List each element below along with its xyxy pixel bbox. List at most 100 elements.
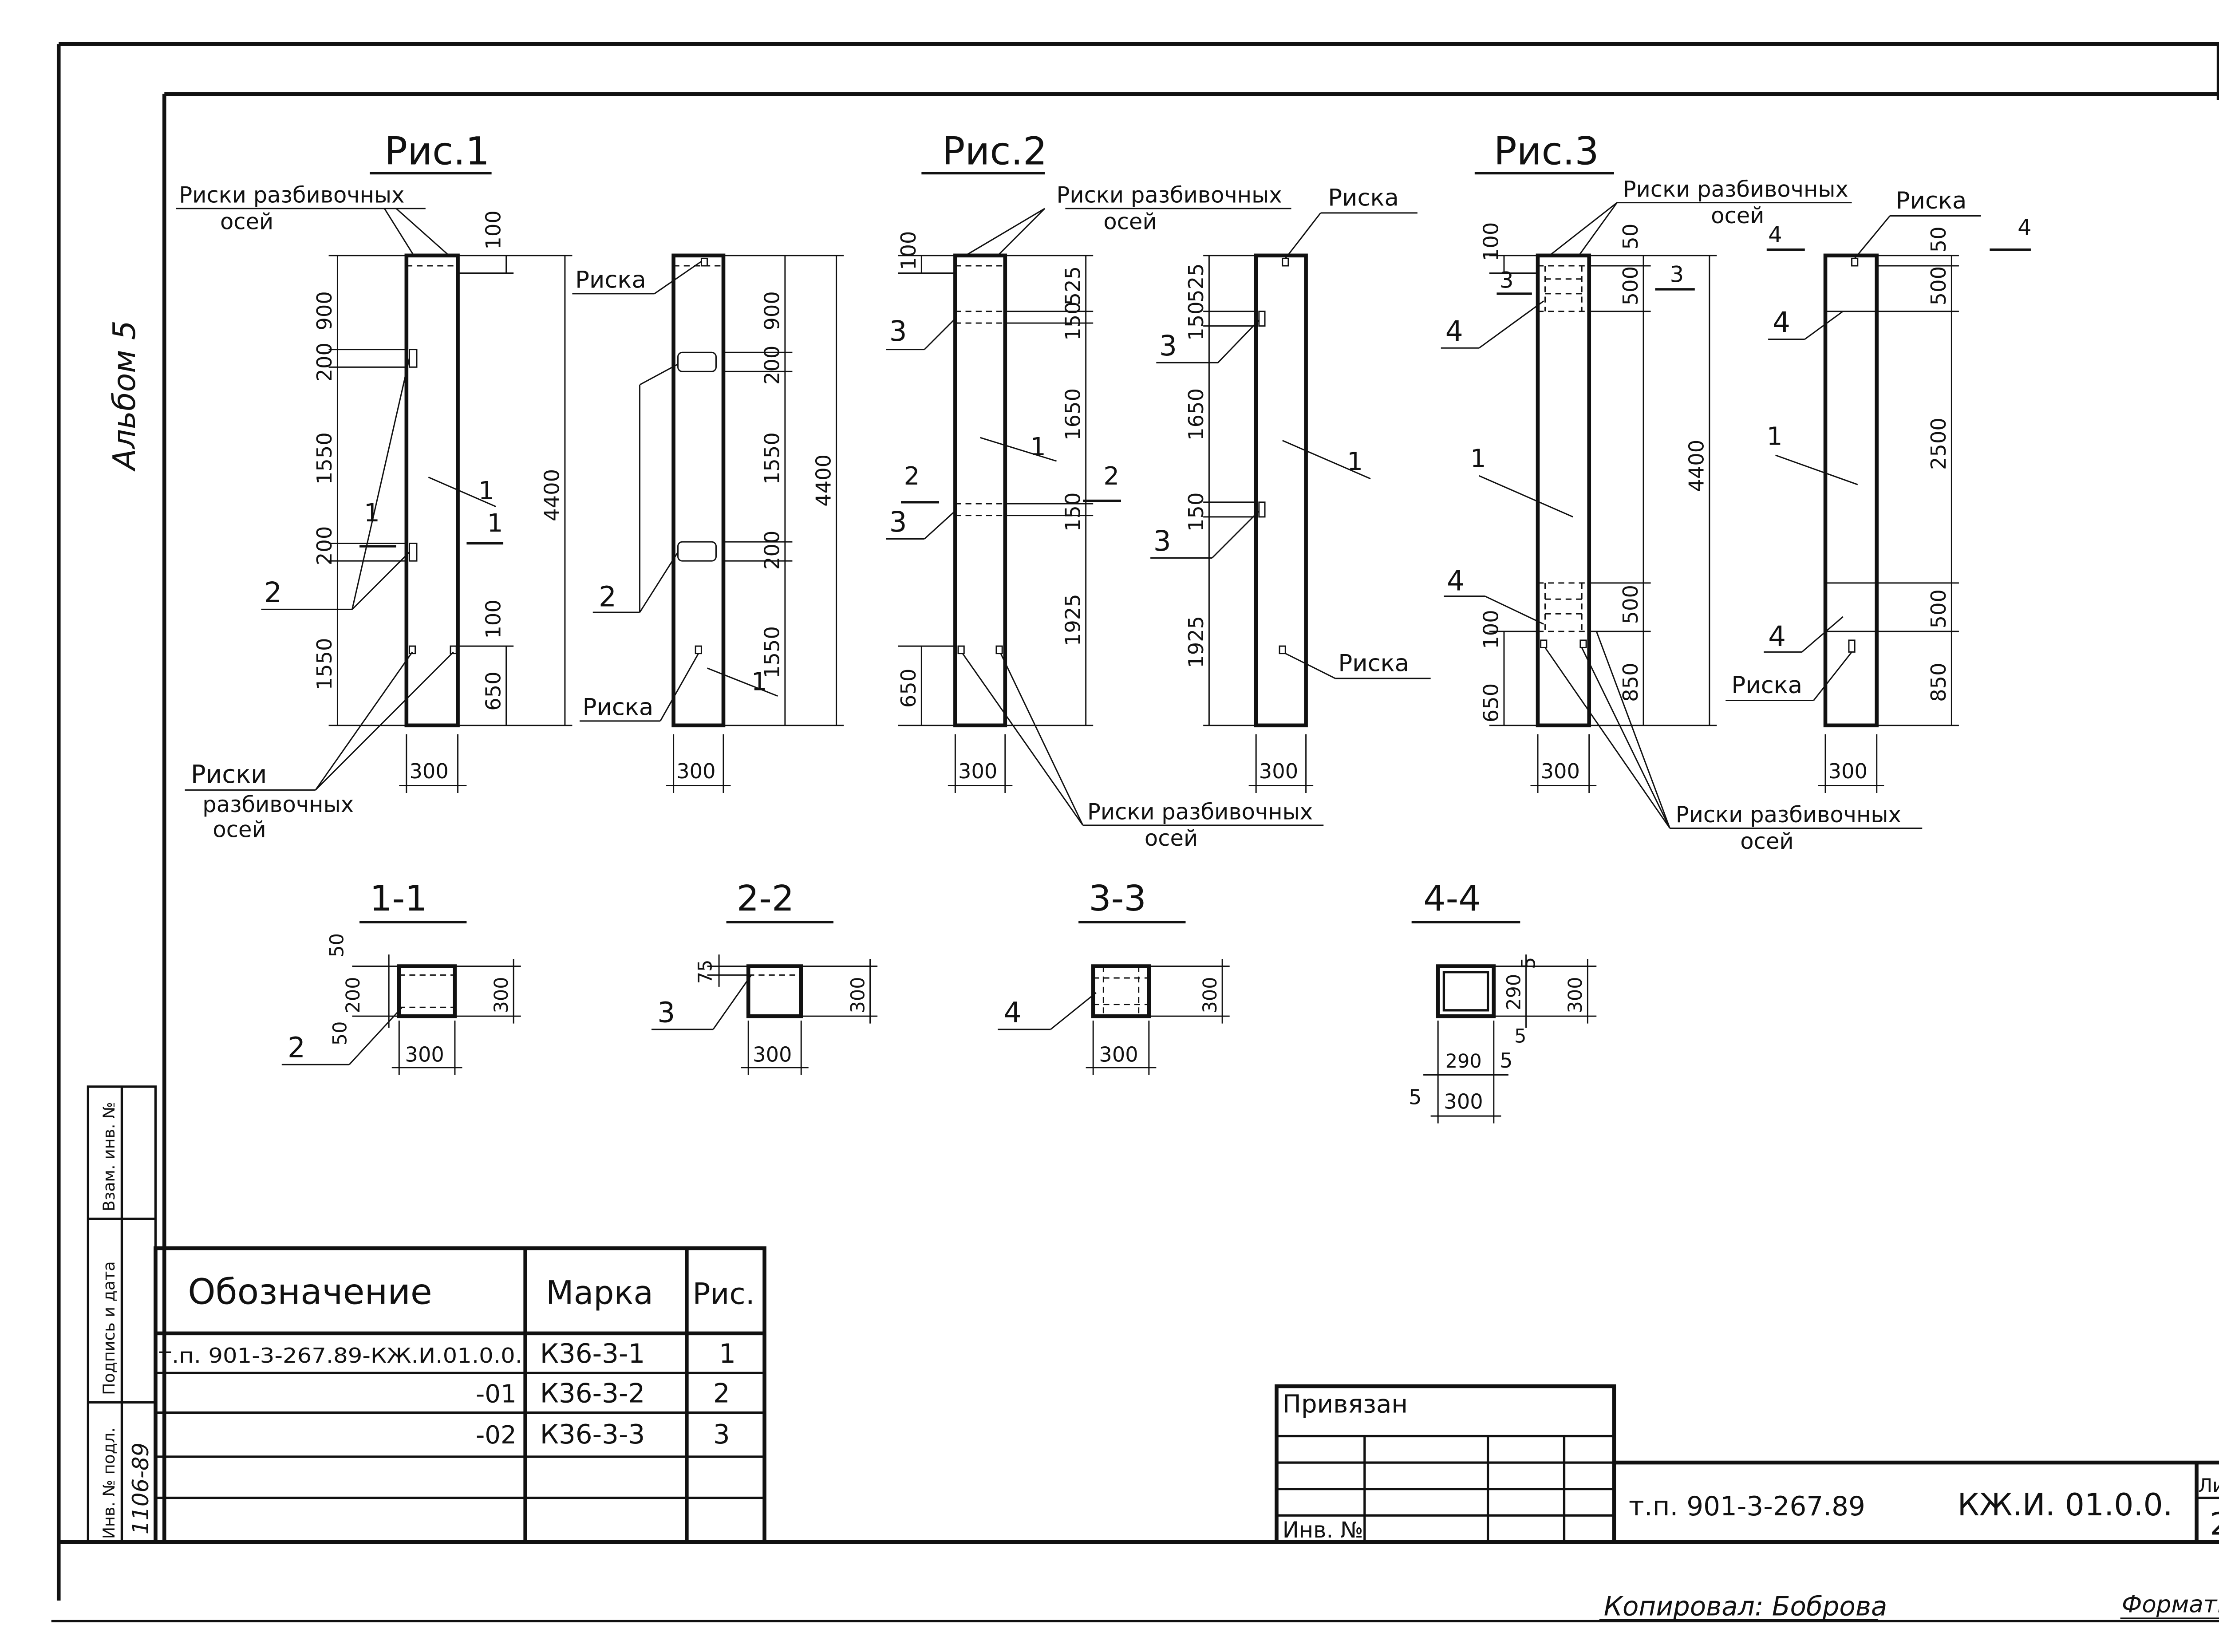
- section-3-3-dim-h: 300: [1099, 1043, 1138, 1067]
- fig1b-dim-4400: 4400: [811, 454, 835, 507]
- fig1-section-mark-b: 1: [487, 509, 503, 538]
- fig2-dim-1650: 1650: [1061, 388, 1085, 441]
- fig3-section-mark-b: 3: [1670, 261, 1684, 287]
- spec-row-1-designation: т.п. 901-3-267.89-КЖ.И.01.0.0.: [158, 1344, 522, 1368]
- sheet-frame: [51, 42, 2219, 1623]
- fig3-dim-50: 50: [1619, 224, 1643, 250]
- fig1-dim-100a: 100: [481, 210, 505, 249]
- fig3-dim-650: 650: [1479, 683, 1503, 722]
- section-1-1-dim-v: 300: [490, 977, 513, 1013]
- figure-2: Рис.2 Риски разбивочных осей 100 650: [886, 130, 1431, 851]
- fig2-callout-3c: 3: [1159, 330, 1177, 362]
- fig1b-dim-200a: 200: [760, 346, 784, 385]
- fig1b-dim-1550b: 1550: [760, 626, 784, 678]
- title-block-sheet-label: Лист: [2198, 1475, 2219, 1497]
- spec-row-3-designation: -02: [476, 1421, 517, 1450]
- spec-header-mark: Марка: [546, 1274, 653, 1312]
- fig2-dim-300a: 300: [958, 759, 997, 783]
- section-1-1: 1-1 50 200 50 300 300 2: [281, 878, 521, 1075]
- fig1-callout-1b: 1: [751, 667, 767, 696]
- fig3-axes-bottom-label-2: осей: [1740, 828, 1793, 854]
- fig1-dim-1550a: 1550: [312, 432, 336, 485]
- footer-copied: Копировал: Боброва: [1604, 1591, 1887, 1622]
- spec-header-fig: Рис.: [693, 1277, 755, 1311]
- section-4-4-dim-v5b: 5: [1514, 1025, 1526, 1048]
- section-4-4-title: 4-4: [1423, 878, 1481, 919]
- album-label: Альбом 5: [107, 320, 142, 472]
- fig3-section-mark-d: 4: [2018, 214, 2032, 240]
- section-2-2-dim-h: 300: [753, 1043, 792, 1067]
- spec-row-2-fig: 2: [713, 1378, 730, 1409]
- fig1-dim-900: 900: [312, 291, 336, 330]
- fig1-dim-4400: 4400: [540, 469, 564, 521]
- stamp-podpis: Подпись и дата: [99, 1261, 118, 1395]
- section-2-2-title: 2-2: [737, 878, 794, 919]
- spec-row-1-mark: К36-3-1: [540, 1339, 645, 1369]
- fig2-callout-3d: 3: [1153, 525, 1171, 557]
- fig3-riska-top: Риска: [1896, 187, 1967, 214]
- section-4-4-dim-v: 300: [1564, 977, 1587, 1013]
- section-4-4: 4-4 5 290 5 300 5 290 5 300: [1409, 878, 1597, 1124]
- figure-1: Рис.1 Риски разбивочных осей 900 200 155…: [176, 130, 844, 842]
- fig2-dim-150b: 150: [1061, 493, 1085, 532]
- section-3-3-callout: 4: [1004, 996, 1022, 1029]
- section-1-1-dim-h: 300: [405, 1043, 444, 1067]
- fig1-callout-2: 2: [264, 576, 282, 609]
- fig1-dim-200a: 200: [312, 343, 336, 382]
- section-4-4-dim-h5a: 5: [1409, 1085, 1421, 1109]
- fig3-axes-top-label-2: осей: [1711, 203, 1764, 229]
- section-4-4-dim-v290: 290: [1503, 974, 1525, 1010]
- fig2b-dim-150b: 150: [1184, 493, 1208, 532]
- title-block-code: КЖ.И. 01.0.0.: [1958, 1487, 2173, 1523]
- fig2b-dim-1925: 1925: [1184, 616, 1208, 668]
- title-block: Привязан Инв. № т.п. 901-3-267.89 КЖ.И. …: [1275, 1384, 2219, 1544]
- section-2-2-callout: 3: [657, 996, 675, 1029]
- fig3-dim-4400: 4400: [1685, 440, 1709, 492]
- fig1-callout-2b: 2: [599, 581, 616, 613]
- fig3b-dim-50: 50: [1927, 226, 1951, 252]
- fig3-dim-100b: 100: [1479, 610, 1503, 649]
- title-block-sheet-no: 2: [2210, 1506, 2219, 1542]
- fig1b-dim-900: 900: [760, 291, 784, 330]
- fig3-dim-500a: 500: [1619, 266, 1643, 305]
- fig3-callout-4a: 4: [1445, 315, 1463, 347]
- fig2-axes-top-label-2: осей: [1103, 209, 1157, 234]
- fig2-dim-650: 650: [896, 669, 920, 708]
- stamp-inv-number: 1106-89: [128, 1443, 154, 1534]
- fig3-axes-top-label: Риски разбивочных: [1623, 176, 1848, 202]
- fig1-dim-650: 650: [481, 671, 505, 710]
- stamp-inv: Инв. № подл.: [99, 1427, 118, 1539]
- fig1-axes-bottom-label-2: разбивочных: [202, 792, 354, 817]
- fig2-axes-top-label: Риски разбивочных: [1057, 182, 1282, 208]
- fig1-axes-top-label-2: осей: [220, 209, 273, 234]
- section-1-1-dim-200: 200: [342, 977, 364, 1013]
- section-4-4-dim-v5a: 5: [1517, 957, 1540, 969]
- fig1b-dim-1550a: 1550: [760, 432, 784, 485]
- section-1-1-title: 1-1: [370, 878, 427, 919]
- fig2-callout-3a: 3: [889, 315, 907, 347]
- section-3-3-dim-v: 300: [1199, 977, 1221, 1013]
- fig3-callout-4d: 4: [1768, 620, 1786, 653]
- fig2-dim-300b: 300: [1259, 759, 1298, 783]
- spec-row-2-mark: К36-3-2: [540, 1378, 645, 1409]
- fig2-axes-bottom-label-2: осей: [1145, 825, 1198, 851]
- fig3-dim-300a: 300: [1541, 759, 1580, 783]
- fig1-riska-bottom: Риска: [583, 694, 654, 721]
- fig2b-dim-1650: 1650: [1184, 388, 1208, 441]
- fig3-section-mark-a: 3: [1500, 268, 1514, 293]
- section-4-4-dim-h: 300: [1444, 1090, 1483, 1114]
- section-4-4-dim-h290: 290: [1445, 1050, 1482, 1072]
- side-stamp: Взам. инв. № Подпись и дата Инв. № подл.…: [87, 1085, 157, 1543]
- section-3-3-title: 3-3: [1089, 878, 1146, 919]
- fig2-dim-100: 100: [896, 231, 920, 270]
- spec-table: Обозначение Марка Рис. т.п. 901-3-267.89…: [154, 1246, 766, 1544]
- fig2-riska-top: Риска: [1328, 184, 1399, 211]
- fig3-dim-300b: 300: [1828, 759, 1868, 783]
- spec-row-3-mark: К36-3-3: [540, 1419, 645, 1450]
- fig3-callout-4c: 4: [1773, 306, 1790, 339]
- fig3-callout-1a: 1: [1470, 444, 1486, 473]
- section-4-4-dim-h5b: 5: [1500, 1049, 1512, 1072]
- section-1-1-callout: 2: [288, 1032, 305, 1064]
- fig3-section-mark-c: 4: [1768, 222, 1782, 248]
